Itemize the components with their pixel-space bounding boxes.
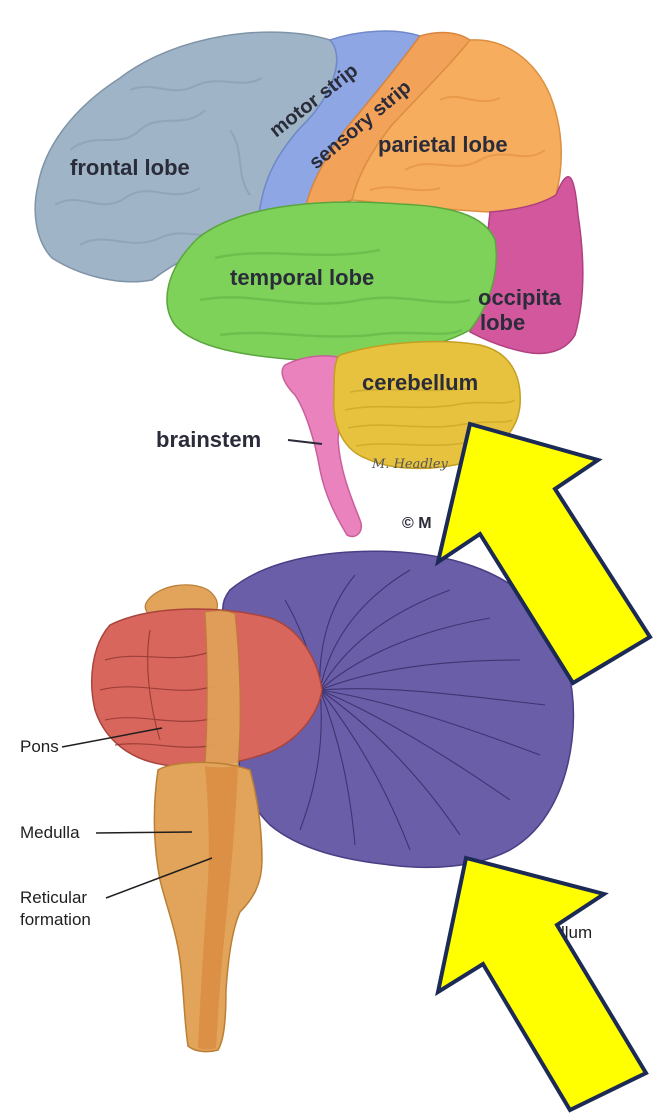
illustrator-signature: M. Headley xyxy=(371,457,449,472)
reticular-band-upper xyxy=(205,611,240,768)
occipital-lobe-label-line2: lobe xyxy=(480,310,525,335)
medulla-leader-line xyxy=(96,832,192,833)
parietal-lobe-label: parietal lobe xyxy=(378,132,508,157)
occipital-lobe-label-line1: occipita xyxy=(478,285,562,310)
temporal-lobe-label: temporal lobe xyxy=(230,265,374,290)
cerebellum-label: cerebellum xyxy=(362,370,478,395)
pointer-arrow-bottom xyxy=(438,858,646,1110)
pons-label: Pons xyxy=(20,737,59,756)
brainstem-label: brainstem xyxy=(156,427,261,452)
copyright-text: © M xyxy=(402,515,432,532)
frontal-lobe-label: frontal lobe xyxy=(70,155,190,180)
reticular-formation-label-line2: formation xyxy=(20,910,91,929)
medulla-label: Medulla xyxy=(20,823,80,842)
reticular-formation-label-line1: Reticular xyxy=(20,888,87,907)
